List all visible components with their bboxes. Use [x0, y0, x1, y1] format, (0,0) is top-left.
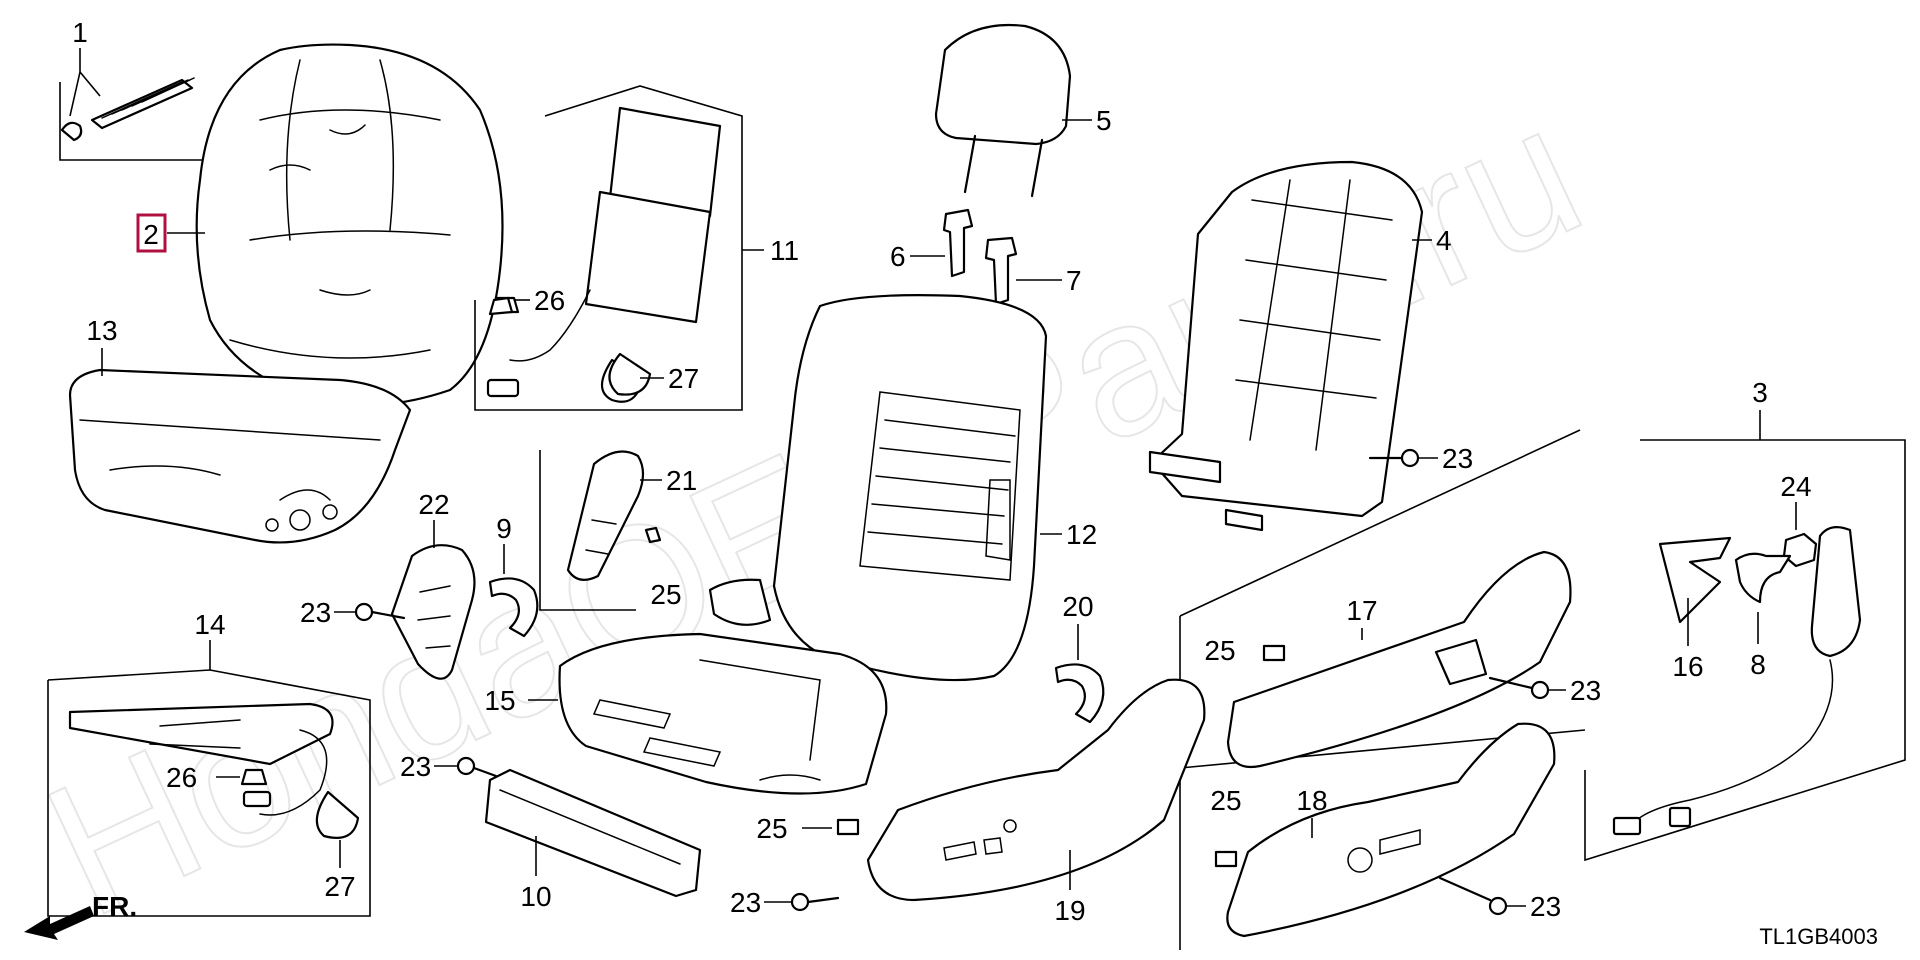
part-25-clip-b[interactable]	[1262, 644, 1286, 662]
part-17-side-cover[interactable]	[1226, 550, 1572, 769]
front-direction-arrow: FR.	[24, 891, 137, 940]
callout-27b: 27	[324, 871, 355, 902]
part-4-seat-back-panel[interactable]	[1148, 160, 1424, 532]
box-17-divider	[1179, 429, 1581, 617]
part-25-clip-d[interactable]	[836, 818, 860, 836]
callout-17: 17	[1346, 595, 1377, 626]
callout-1: 1	[72, 17, 88, 48]
callout-23a: 23	[1442, 443, 1473, 474]
part-8-clip[interactable]	[1734, 552, 1792, 604]
part-11-seat-heater-box[interactable]	[474, 85, 743, 411]
part-19-side-trim[interactable]	[866, 678, 1206, 902]
callout-9: 9	[496, 513, 512, 544]
callout-23c: 23	[1530, 891, 1561, 922]
part-15-seat-cushion-frame[interactable]	[558, 632, 888, 795]
part-23-screw-d[interactable]	[354, 602, 406, 622]
part-16-clip[interactable]	[1658, 536, 1732, 624]
part-5-headrest[interactable]	[934, 23, 1072, 198]
callout-27a: 27	[668, 363, 699, 394]
callout-13: 13	[86, 315, 117, 346]
part-20-band[interactable]	[1054, 663, 1105, 724]
part-25-clip-a[interactable]	[644, 526, 662, 544]
part-25-clip-c[interactable]	[1214, 850, 1238, 868]
callout-12: 12	[1066, 519, 1097, 550]
part-3-side-airbag-box[interactable]	[1584, 410, 1906, 862]
callout-19: 19	[1054, 895, 1085, 926]
part-12-seat-back-frame[interactable]	[708, 294, 1048, 682]
callout-11: 11	[770, 235, 799, 266]
part-23-screw-e[interactable]	[456, 756, 498, 778]
part-24-nut[interactable]	[1782, 532, 1818, 568]
callout-25b: 25	[1204, 635, 1235, 666]
callout-20: 20	[1062, 591, 1093, 622]
part-7-headrest-guide[interactable]	[984, 236, 1018, 306]
part-23-screw-c[interactable]	[1438, 876, 1508, 916]
callout-23d: 23	[300, 597, 331, 628]
callout-23b: 23	[1570, 675, 1601, 706]
callout-25d: 25	[756, 813, 787, 844]
callout-3: 3	[1752, 377, 1768, 408]
callout-2-highlight	[136, 213, 167, 253]
callout-23f: 23	[730, 887, 761, 918]
part-2-seat-back-cover[interactable]	[195, 43, 504, 407]
part-6-headrest-guide[interactable]	[942, 208, 974, 278]
part-26-clip-a[interactable]	[488, 296, 514, 316]
callout-8: 8	[1750, 649, 1766, 680]
callout-24: 24	[1780, 471, 1811, 502]
callout-2: 2	[143, 219, 159, 250]
callout-6: 6	[890, 241, 906, 272]
callout-25c: 25	[1210, 785, 1241, 816]
diagram-code: TL1GB4003	[1759, 924, 1878, 949]
part-14-seat-heater[interactable]	[68, 702, 334, 816]
callout-21: 21	[666, 465, 697, 496]
svg-text:FR.: FR.	[92, 891, 137, 922]
callout-15: 15	[484, 685, 515, 716]
part-18-side-cover[interactable]	[1226, 722, 1556, 938]
callout-7: 7	[1066, 265, 1082, 296]
part-23-screw-a[interactable]	[1368, 448, 1420, 468]
part-27-band-b[interactable]	[315, 790, 360, 839]
box-14-bottom	[47, 680, 300, 917]
part-21-cover[interactable]	[566, 450, 645, 581]
box-14-top	[47, 669, 371, 917]
callout-23e: 23	[400, 751, 431, 782]
part-23-screw-f[interactable]	[790, 892, 840, 912]
callout-10: 10	[520, 881, 551, 912]
part-9-clip[interactable]	[488, 577, 539, 638]
callout-26b: 26	[166, 762, 197, 793]
callout-18: 18	[1296, 785, 1327, 816]
part-13-seat-cushion-cover[interactable]	[68, 368, 412, 544]
callout-16: 16	[1672, 651, 1703, 682]
callout-4: 4	[1436, 225, 1452, 256]
callout-22: 22	[418, 489, 449, 520]
part-22-cover[interactable]	[390, 544, 476, 680]
part-27-band-a[interactable]	[608, 352, 652, 396]
part-23-screw-b[interactable]	[1488, 676, 1550, 700]
part-26-clip-b[interactable]	[240, 768, 272, 808]
callout-25a: 25	[650, 579, 681, 610]
box-21	[539, 450, 636, 611]
callout-14: 14	[194, 609, 225, 640]
part-1-clips[interactable]	[59, 48, 212, 161]
part-10-front-trim[interactable]	[484, 768, 702, 898]
callout-5: 5	[1096, 105, 1112, 136]
callout-26a: 26	[534, 285, 565, 316]
